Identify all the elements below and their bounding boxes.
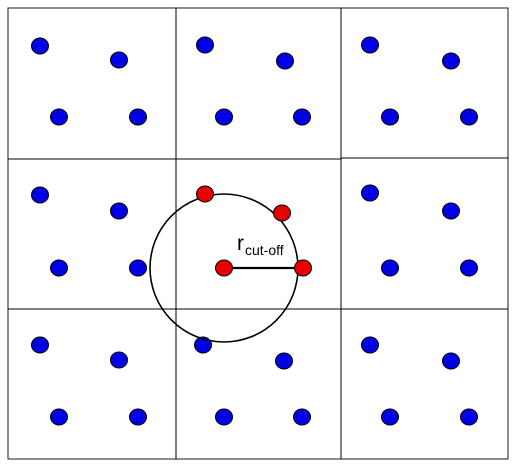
image-atom-26 — [275, 352, 293, 370]
periodic-cell-1 — [7, 7, 177, 160]
periodic-cell-9 — [340, 308, 509, 460]
image-atom-9 — [361, 36, 379, 54]
image-atom-15 — [50, 259, 68, 277]
image-atom-29 — [361, 336, 379, 354]
image-atom-28 — [293, 408, 311, 426]
periodic-cell-8 — [175, 308, 342, 460]
image-atom-21 — [31, 336, 49, 354]
image-atom-11 — [381, 108, 399, 126]
neighbor-atom-3 — [294, 259, 312, 277]
periodic-cell-5 — [175, 158, 342, 310]
image-atom-32 — [460, 408, 478, 426]
periodic-cell-4 — [7, 158, 177, 310]
image-atom-24 — [129, 408, 147, 426]
image-atom-4 — [129, 108, 147, 126]
cutoff-label: rcut-off — [237, 232, 284, 258]
image-atom-31 — [381, 408, 399, 426]
image-atom-25 — [194, 336, 212, 354]
periodic-cell-6 — [340, 157, 509, 310]
neighbor-atom-2 — [273, 204, 291, 222]
image-atom-7 — [215, 108, 233, 126]
neighbor-atoms — [196, 185, 312, 277]
image-atom-13 — [31, 186, 49, 204]
image-atom-5 — [196, 36, 214, 54]
image-atom-18 — [442, 202, 460, 220]
image-atoms — [31, 36, 478, 426]
cutoff-label-subscript: cut-off — [245, 242, 284, 258]
image-atom-20 — [460, 259, 478, 277]
periodic-cells — [7, 7, 509, 460]
image-atom-14 — [110, 202, 128, 220]
periodic-cell-7 — [7, 308, 177, 460]
image-atom-3 — [50, 108, 68, 126]
image-atom-8 — [293, 108, 311, 126]
image-atom-1 — [31, 37, 49, 55]
image-atom-10 — [442, 52, 460, 70]
image-atom-30 — [442, 352, 460, 370]
central-atom — [215, 259, 233, 277]
image-atom-23 — [50, 408, 68, 426]
image-atom-16 — [129, 259, 147, 277]
image-atom-12 — [460, 108, 478, 126]
image-atom-27 — [215, 408, 233, 426]
image-atom-2 — [110, 51, 128, 69]
cutoff-label-symbol: r — [237, 232, 244, 255]
image-atom-22 — [110, 351, 128, 369]
periodic-cell-3 — [340, 7, 509, 159]
periodic-cell-2 — [175, 7, 342, 160]
neighbor-atom-1 — [196, 185, 214, 203]
image-atom-19 — [381, 259, 399, 277]
image-atom-17 — [361, 184, 379, 202]
image-atom-6 — [276, 52, 294, 70]
